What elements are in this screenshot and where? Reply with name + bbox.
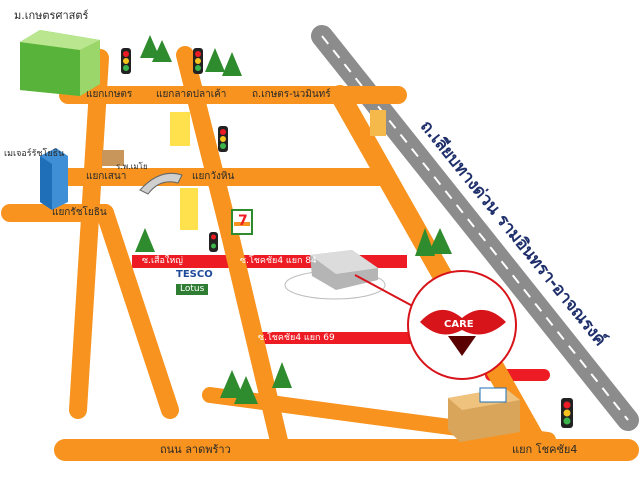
road-label-lat-phrao: ถนน ลาดพร้าว [160, 443, 231, 456]
small-hospital-building [102, 150, 124, 166]
seven-eleven-label: 7 [238, 213, 248, 229]
lotus-label: Lotus [176, 284, 209, 295]
tree-group-top [140, 35, 242, 76]
traffic-light-soi [209, 232, 218, 252]
central-building [284, 250, 386, 300]
intersection-label-ladplakao: แยกลาดปลาเค้า [156, 89, 227, 100]
yellow-buildings [170, 110, 386, 230]
location-callout [354, 270, 517, 380]
small-hospital-label: ร.พ.เมโย [116, 162, 148, 171]
traffic-light-kaset [121, 48, 131, 74]
brand-logo-text: CARE [444, 319, 474, 330]
intersection-label-chokchai4: แยก โชคชัย4 [512, 443, 578, 456]
trees [135, 35, 452, 404]
traffic-lights [121, 48, 573, 428]
intersection-label-wanghin: แยกวังหิน [192, 171, 235, 182]
road-chokchai4 [330, 85, 550, 458]
traffic-light-ladplakao [193, 48, 203, 74]
university-label: ม.เกษตรศาสตร์ [14, 9, 89, 22]
overpass [139, 172, 183, 195]
office-sign [479, 387, 507, 403]
main-roads [1, 46, 639, 461]
soi-label-chokchai-84: ซ.โชคชัย4 แยก 84 [240, 256, 317, 266]
road-label-kaset-nawamin: ถ.เกษตร-นวมินทร์ [252, 89, 331, 100]
intersection-label-ratchayothin: แยกรัชโยธิน [52, 207, 107, 218]
intersection-label-sena: แยกเสนา [86, 171, 127, 182]
road-left-vertical [69, 49, 109, 419]
road-left-diagonal [96, 204, 179, 419]
hospital-label: เมเจอร์รัชโยธิน [4, 149, 65, 159]
road-ladplakao [176, 46, 239, 244]
tree-group-center [135, 228, 155, 252]
tree-group-bottom [220, 362, 292, 404]
car-care-logo [420, 309, 506, 335]
soi-label-chokchai-69: ซ.โชคชัย4 แยก 69 [258, 333, 335, 343]
intersection-label-kaset: แยกเกษตร [86, 89, 133, 100]
university-building [20, 30, 100, 96]
soi-label-suea-yai: ซ.เสือใหญ่ [142, 256, 183, 266]
tesco-label: TESCO [176, 269, 213, 280]
traffic-light-chokchai4 [561, 398, 573, 428]
tree-group-right [415, 228, 452, 256]
hospital-building [40, 148, 68, 210]
seven-eleven-icon [231, 209, 253, 235]
traffic-light-wanghin [218, 126, 228, 152]
soi-69-road [250, 332, 420, 344]
